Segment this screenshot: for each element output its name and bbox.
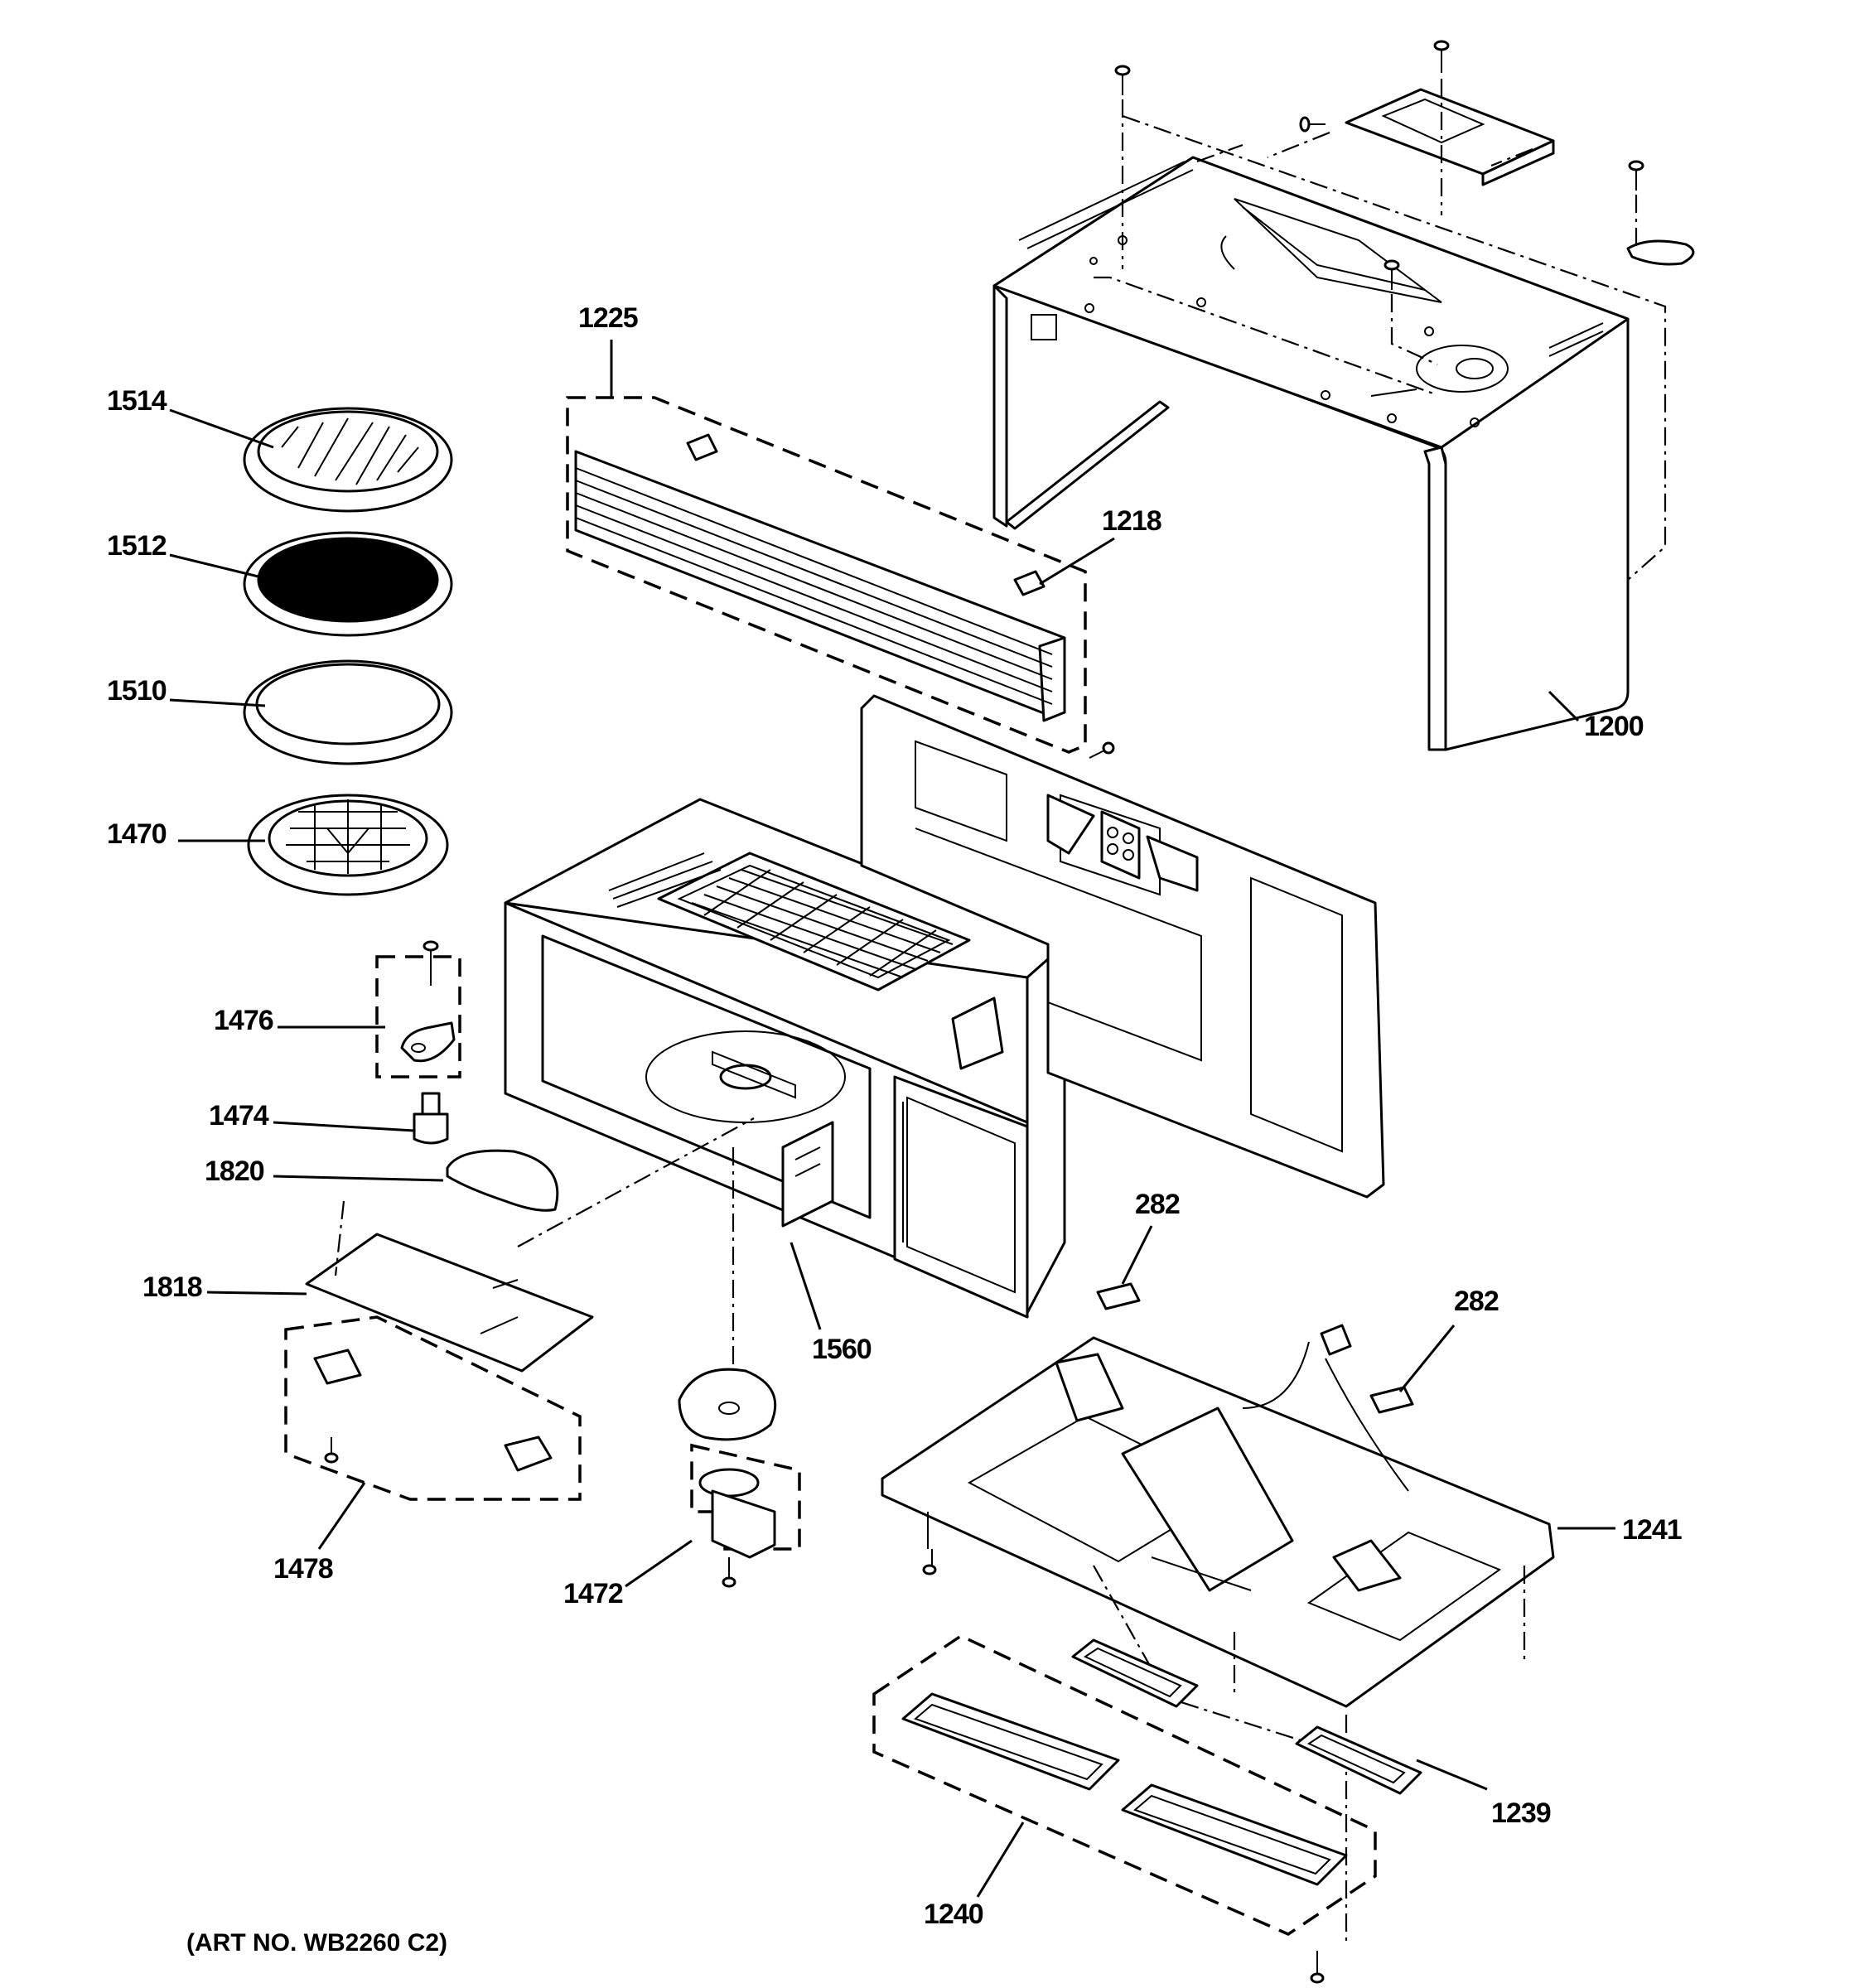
callout-1820: 1820 <box>205 1156 264 1187</box>
lower-alignment-lines <box>334 1117 1526 1947</box>
bottom-plate-1241 <box>881 1324 1555 1708</box>
callout-1510: 1510 <box>107 675 167 707</box>
back-plate <box>860 694 1385 1199</box>
lamp-cover-1239 <box>1071 1638 1422 1795</box>
callout-1474: 1474 <box>209 1100 269 1132</box>
top-bracket <box>1345 88 1555 186</box>
callout-1472: 1472 <box>563 1578 623 1609</box>
grill-rack-1514 <box>243 407 453 513</box>
callout-1240: 1240 <box>924 1899 983 1930</box>
vent-grille-1225 <box>566 396 1087 754</box>
alignment-lines <box>1094 79 1667 581</box>
callout-1560: 1560 <box>812 1334 872 1365</box>
callout-282-lower: 282 <box>1454 1286 1499 1317</box>
callout-1225: 1225 <box>578 302 638 334</box>
group-outline-1476 <box>375 955 461 1078</box>
callout-1470: 1470 <box>107 818 167 850</box>
callout-282-upper: 282 <box>1135 1189 1180 1220</box>
oven-cavity <box>504 798 1066 1319</box>
screw-icon <box>1310 1951 1325 1984</box>
case-clip <box>1626 239 1695 266</box>
roller-guide-1470 <box>247 794 449 896</box>
callout-1200: 1200 <box>1584 711 1644 742</box>
callout-1512: 1512 <box>107 530 167 562</box>
callout-1218: 1218 <box>1102 505 1161 537</box>
coupling-1474 <box>413 1092 449 1145</box>
group-outline-1478 <box>284 1315 582 1501</box>
leader-lines <box>169 340 1615 1898</box>
turntable-tray-1510 <box>243 659 453 765</box>
group-outline-1240 <box>872 1633 1377 1936</box>
shelf-supports-1478 <box>313 1349 553 1472</box>
crisper-pan-1512 <box>243 531 453 637</box>
screw-icon <box>1089 40 1644 759</box>
callout-labels: 1514 1512 1510 1470 1476 1474 1820 1818 … <box>107 302 1683 1957</box>
art-number: (ART NO. WB2260 C2) <box>186 1929 447 1957</box>
motor-1472 <box>678 1368 801 1588</box>
outer-case-1200 <box>992 156 1630 751</box>
callout-1478: 1478 <box>273 1553 333 1585</box>
callout-1239: 1239 <box>1491 1797 1551 1829</box>
bulb-icon <box>1096 1282 1414 1414</box>
callout-1514: 1514 <box>107 385 167 417</box>
shelf-1818 <box>305 1233 594 1373</box>
coupler-1476 <box>400 940 456 1063</box>
lens-cover-1820 <box>446 1149 559 1212</box>
callout-1241: 1241 <box>1622 1514 1682 1546</box>
filter-1240 <box>901 1692 1348 1886</box>
callout-1476: 1476 <box>214 1005 273 1036</box>
callout-1818: 1818 <box>142 1271 202 1303</box>
